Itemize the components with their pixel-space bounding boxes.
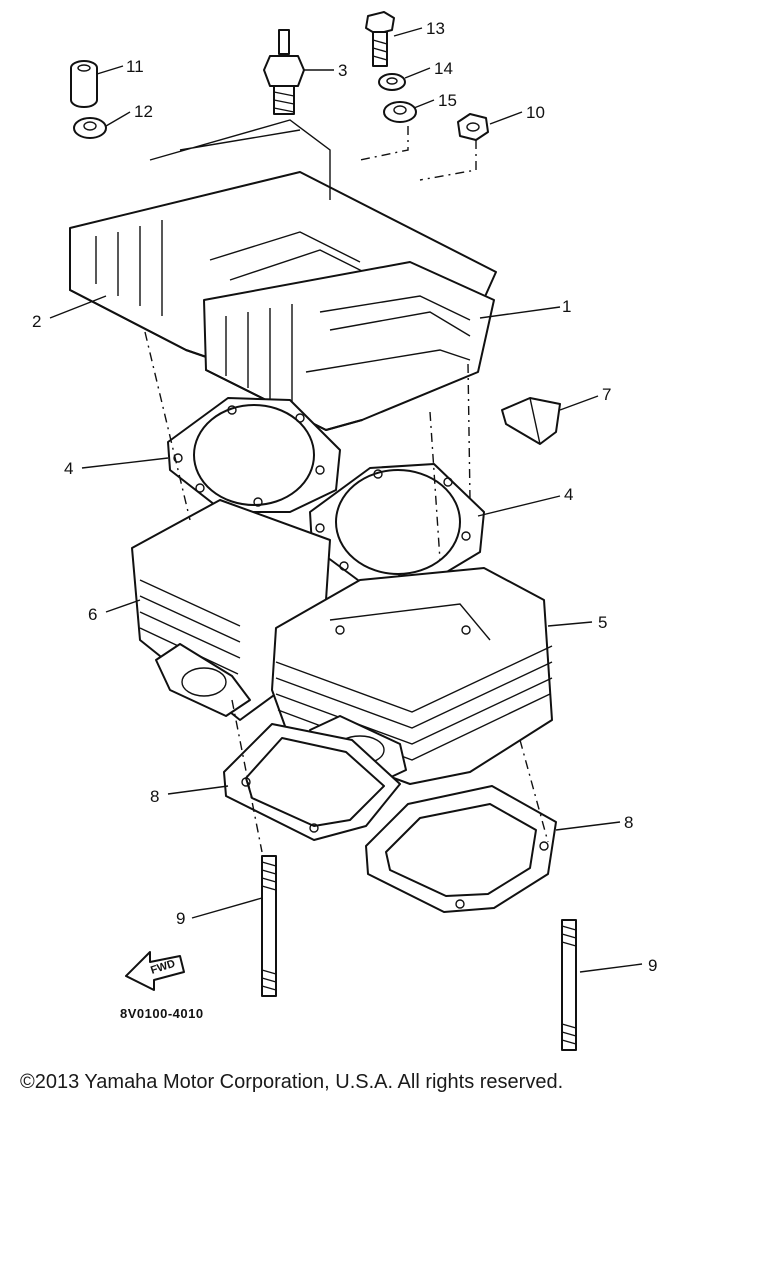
cylinder-head-part-1: [203, 261, 495, 431]
callout-4a: 4: [64, 459, 73, 478]
washer-part-15: [383, 101, 417, 123]
callout-9a: 9: [176, 909, 185, 928]
head-gasket-right-part-4: [309, 463, 485, 587]
callout-5: 5: [598, 613, 607, 632]
callout-9b: 9: [648, 956, 657, 975]
lock-washer-part-14: [378, 73, 406, 91]
callout-labels: 1 2 3 4 4 5 6 7 8 8 9 9 10 11 12 13 14 1…: [32, 19, 657, 975]
callout-8a: 8: [150, 787, 159, 806]
callout-3: 3: [338, 61, 347, 80]
callout-6: 6: [88, 605, 97, 624]
block-part-7: [501, 397, 561, 445]
callout-11: 11: [126, 57, 144, 76]
callout-4b: 4: [564, 485, 573, 504]
callout-1: 1: [562, 297, 571, 316]
callout-leaders: [49, 27, 643, 973]
stud-right-part-9: [561, 919, 577, 1051]
callout-2: 2: [32, 312, 41, 331]
washer-part-12: [73, 117, 107, 139]
callout-14: 14: [434, 59, 453, 78]
forward-direction-arrow: FWD: [125, 951, 185, 991]
nut-part-10: [457, 113, 489, 141]
sleeve-part-11: [70, 60, 98, 108]
alignment-lines: [144, 126, 549, 853]
part-code: 8V0100-4010: [120, 1006, 204, 1021]
callout-12: 12: [134, 102, 153, 121]
bolt-part-13: [365, 11, 395, 67]
callout-7: 7: [602, 385, 611, 404]
callout-8b: 8: [624, 813, 633, 832]
callout-13: 13: [426, 19, 445, 38]
callout-15: 15: [438, 91, 457, 110]
stud-left-part-9: [261, 855, 277, 997]
head-gasket-left-part-4: [167, 397, 341, 513]
exploded-parts-diagram: FWD 8V0100-4010 1 2 3 4 4 5 6 7 8 8 9: [32, 11, 657, 1051]
callout-10: 10: [526, 103, 545, 122]
base-gasket-left-part-8: [223, 723, 401, 841]
copyright-notice: ©2013 Yamaha Motor Corporation, U.S.A. A…: [20, 1071, 564, 1093]
base-gasket-right-part-8: [365, 785, 557, 913]
spark-plug-part-3: [263, 29, 305, 115]
